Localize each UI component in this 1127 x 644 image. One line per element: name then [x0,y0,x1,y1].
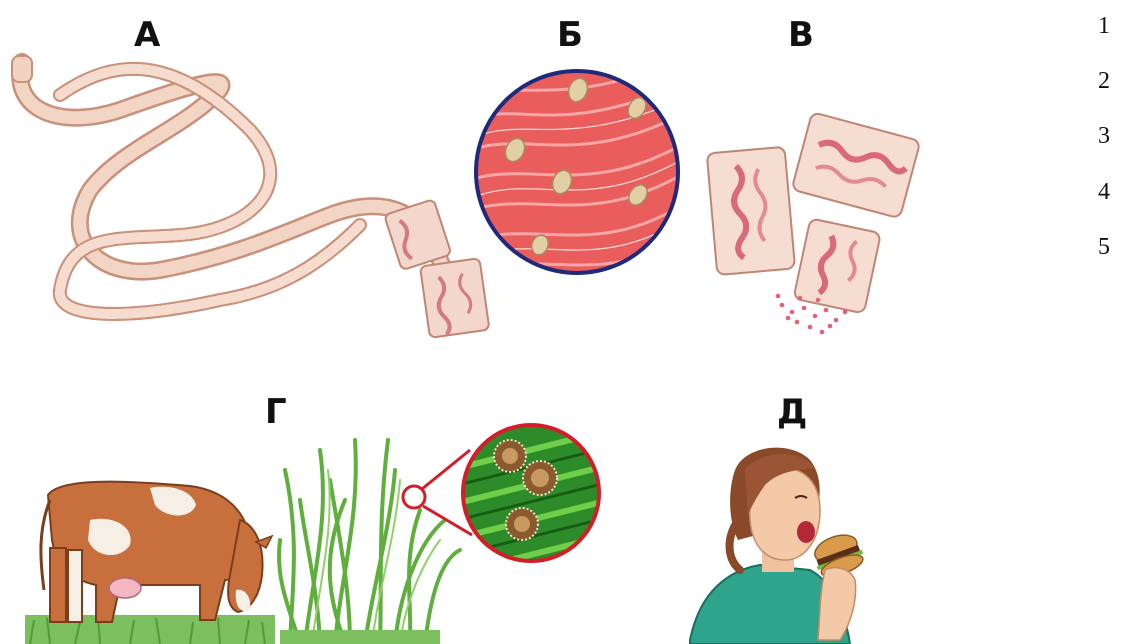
proglottids-illustration [707,112,921,334]
label-g: Г [265,395,287,429]
muscle-cysticercus-illustration [470,55,690,278]
label-a: А [134,18,160,52]
number-4: 4 [1098,180,1110,204]
label-b: Б [557,18,583,52]
label-v: В [788,18,814,52]
cow-illustration [25,482,275,644]
number-1: 1 [1098,14,1110,38]
tapeworm-illustration [12,56,489,338]
number-5: 5 [1098,235,1110,259]
number-3: 3 [1098,124,1110,148]
person-eating-illustration [690,448,867,644]
grass-illustration [279,420,610,644]
label-d: Д [777,395,807,429]
number-2: 2 [1098,69,1110,93]
